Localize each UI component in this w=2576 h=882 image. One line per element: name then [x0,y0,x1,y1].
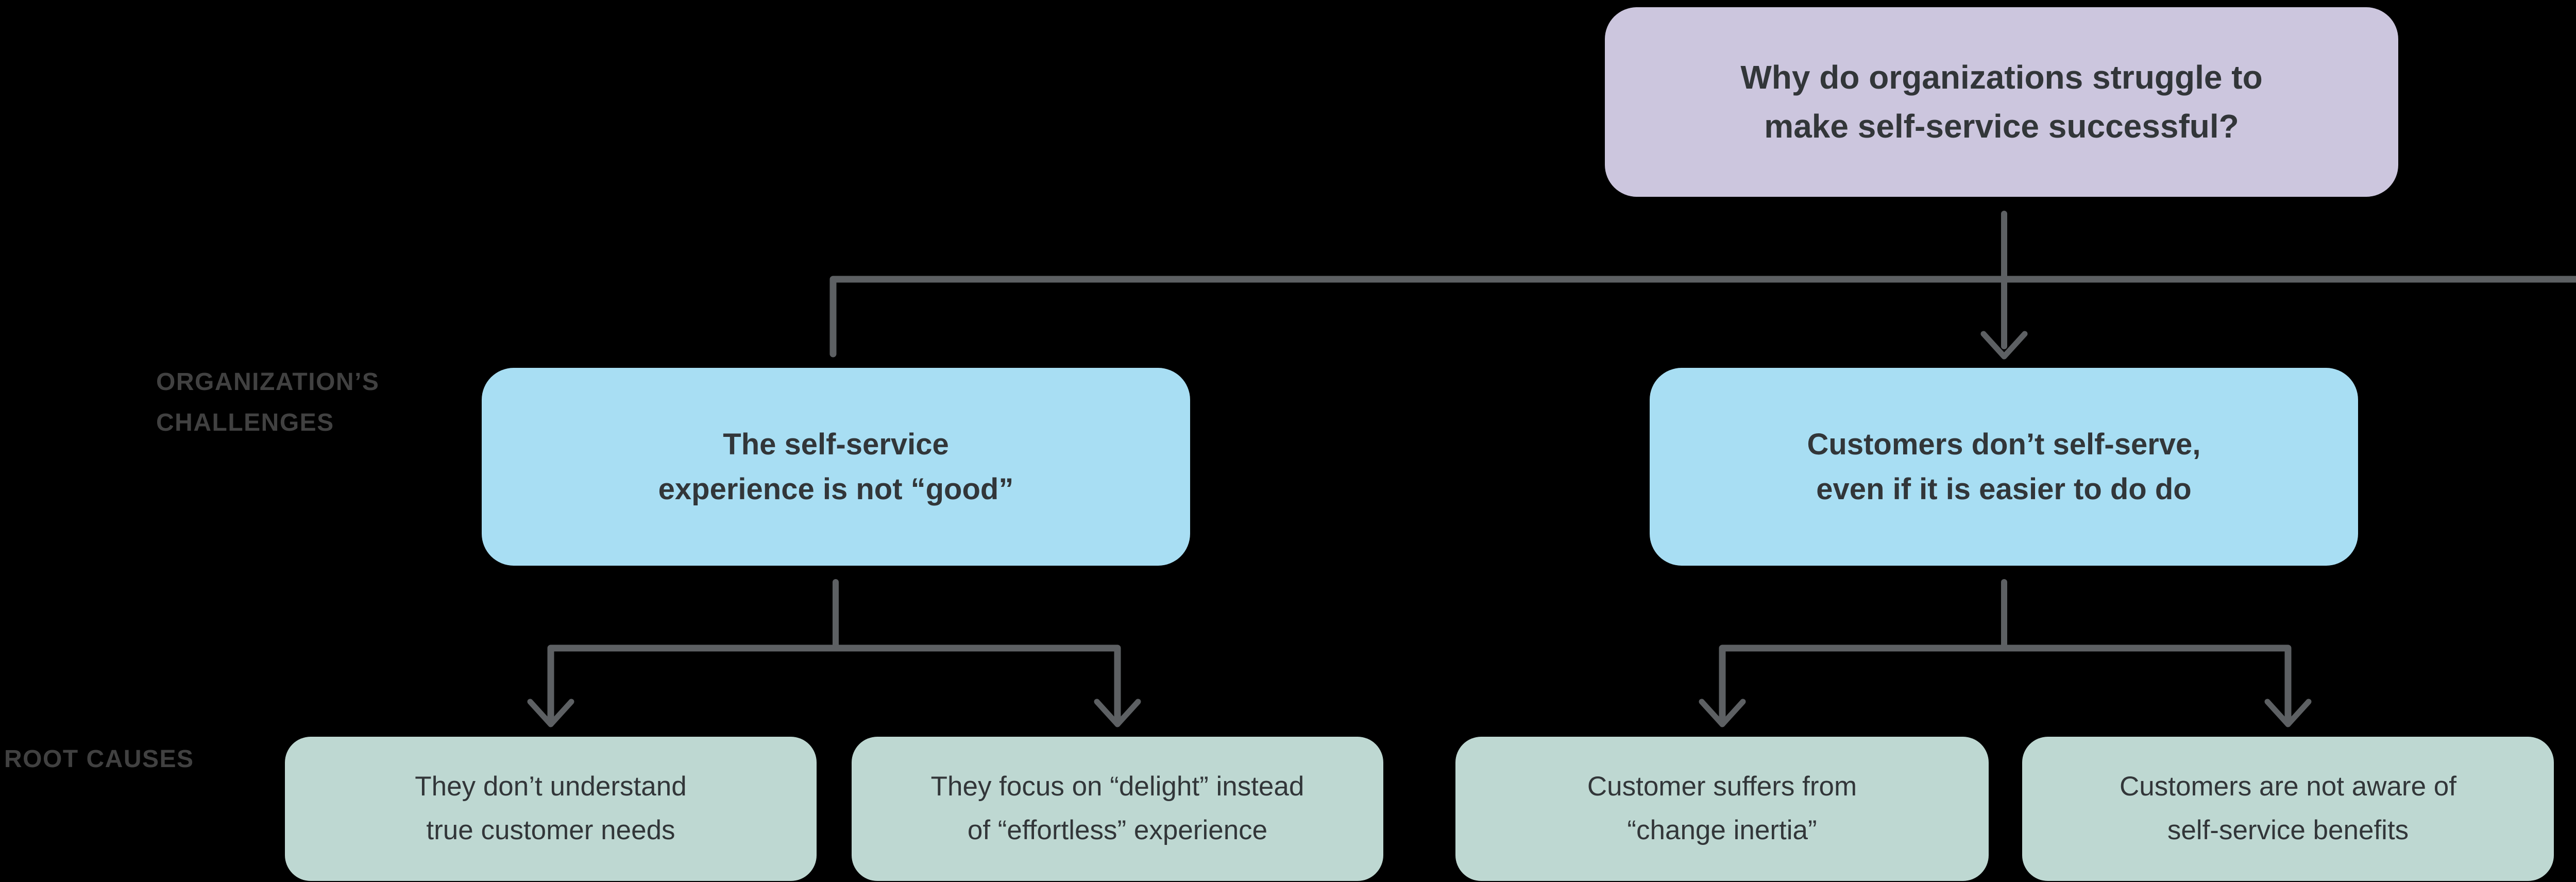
cause-box-4: Customers are not aware of self-service … [2022,737,2554,881]
row-label-root-causes: ROOT CAUSES [4,739,194,779]
root-arrowhead [1980,331,2028,360]
cause-box-3: Customer suffers from “change inertia” [1455,737,1989,881]
cause3-arrowhead [1699,699,1746,727]
cause-text-line: true customer needs [426,815,675,845]
cause1-arrowhead [527,699,574,727]
cause-text-line: Customer suffers from [1587,771,1857,802]
challenges-distribution-line [829,276,2576,358]
row-label-line: CHALLENGES [156,409,334,437]
cause-text-line: of “effortless” experience [967,815,1268,845]
root-question-box: Why do organizations struggle to make se… [1605,7,2398,197]
cause2-arrowhead [1094,699,1141,727]
challenge-box-2: Customers don’t self-serve, even if it i… [1650,368,2358,566]
challenge-box-1: The self-service experience is not “good… [482,368,1190,566]
challenge-text-line: even if it is easier to do do [1816,472,2192,506]
cause-text-line: “change inertia” [1627,815,1817,845]
cause-text-line: Customers are not aware of [2120,771,2456,802]
challenge1-distribution-line [547,644,1121,721]
challenge2-distribution-line [1719,644,2292,721]
cause-box-1: They don’t understand true customer need… [285,737,817,881]
cause4-arrowhead [2264,699,2312,727]
row-label-organizations-challenges: ORGANIZATION’S CHALLENGES [156,362,379,443]
root-question-line: Why do organizations struggle to [1740,59,2263,96]
challenge-text-line: The self-service [723,428,949,461]
cause-box-2: They focus on “delight” instead of “effo… [852,737,1383,881]
cause-text-line: self-service benefits [2167,815,2409,845]
challenge-text-line: experience is not “good” [658,472,1014,506]
challenge-text-line: Customers don’t self-serve, [1807,428,2201,461]
cause-text-line: They don’t understand [415,771,687,802]
root-question-line: make self-service successful? [1764,108,2239,145]
row-label-line: ORGANIZATION’S [156,368,380,396]
cause-text-line: They focus on “delight” instead [930,771,1304,802]
row-label-line: ROOT CAUSES [4,745,194,773]
